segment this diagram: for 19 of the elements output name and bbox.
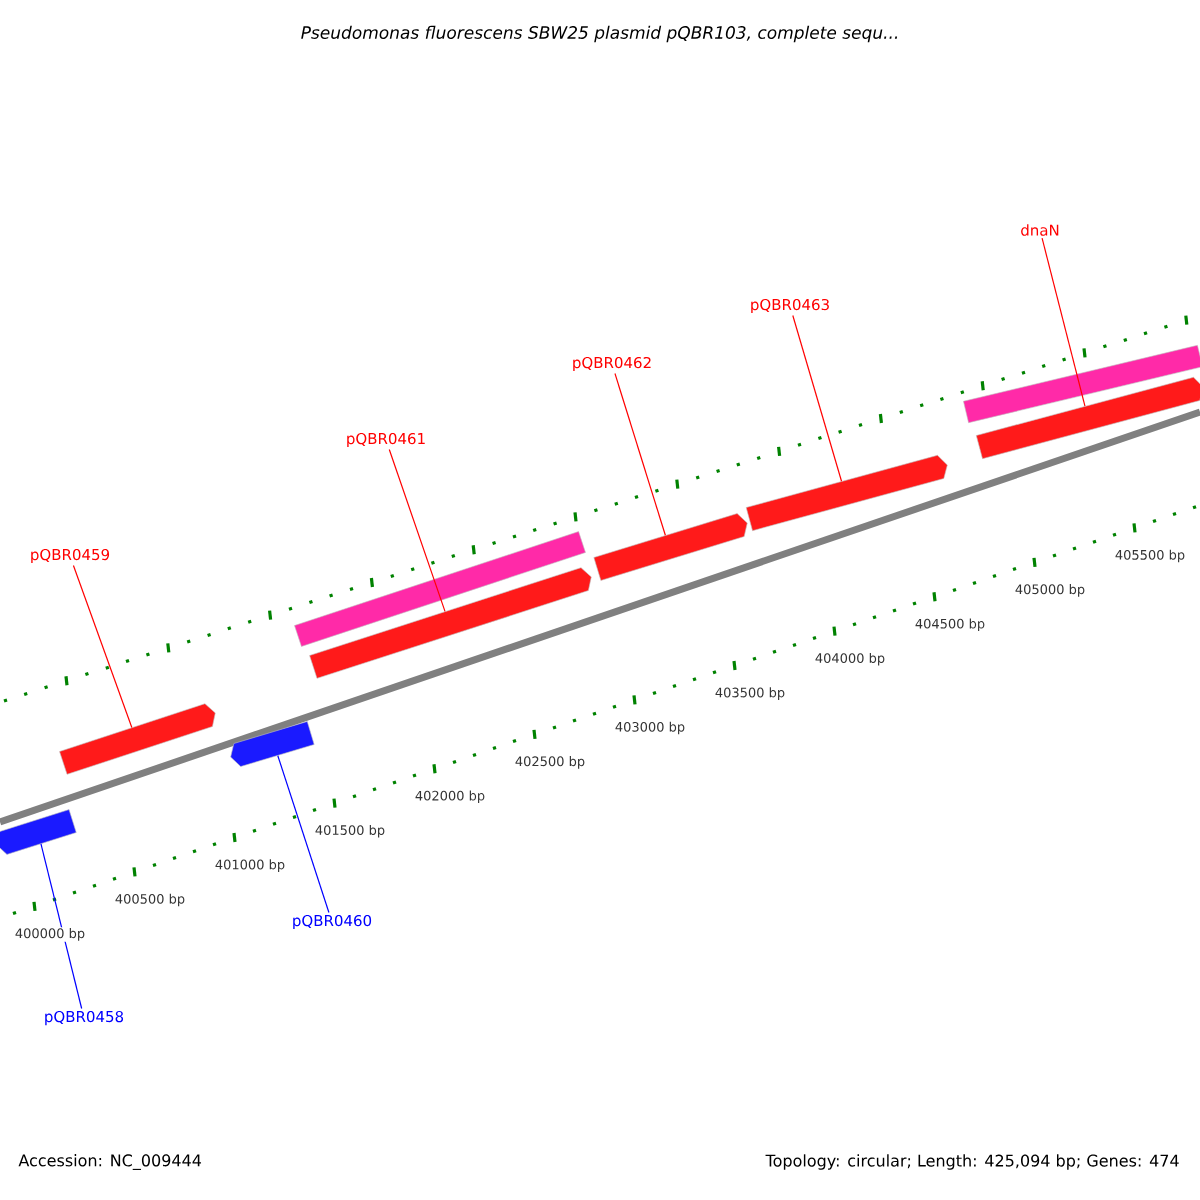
leader-line — [72, 564, 133, 729]
gene-feature — [309, 567, 592, 679]
leader-line — [614, 372, 666, 536]
gene-feature — [593, 513, 748, 581]
title: Pseudomonas fluorescens SBW25 plasmid pQBR103, complete sequ... — [301, 25, 898, 43]
coding-region-feature — [963, 345, 1200, 423]
leader-line — [792, 314, 843, 482]
leader-line — [388, 448, 446, 612]
coding-region-feature — [294, 531, 586, 647]
gene-feature — [976, 377, 1200, 459]
leader-line — [1041, 237, 1086, 407]
gene-feature — [0, 809, 77, 855]
gene-feature — [230, 721, 315, 767]
leader-line — [277, 755, 330, 914]
accession-text: Accession: NC_009444 — [18, 1154, 202, 1170]
leader-line — [40, 843, 83, 1010]
gene-feature — [745, 455, 948, 531]
summary-text: Topology: circular; Length: 425,094 bp; Genes: 474 — [765, 1154, 1179, 1170]
gene-feature — [59, 703, 216, 775]
